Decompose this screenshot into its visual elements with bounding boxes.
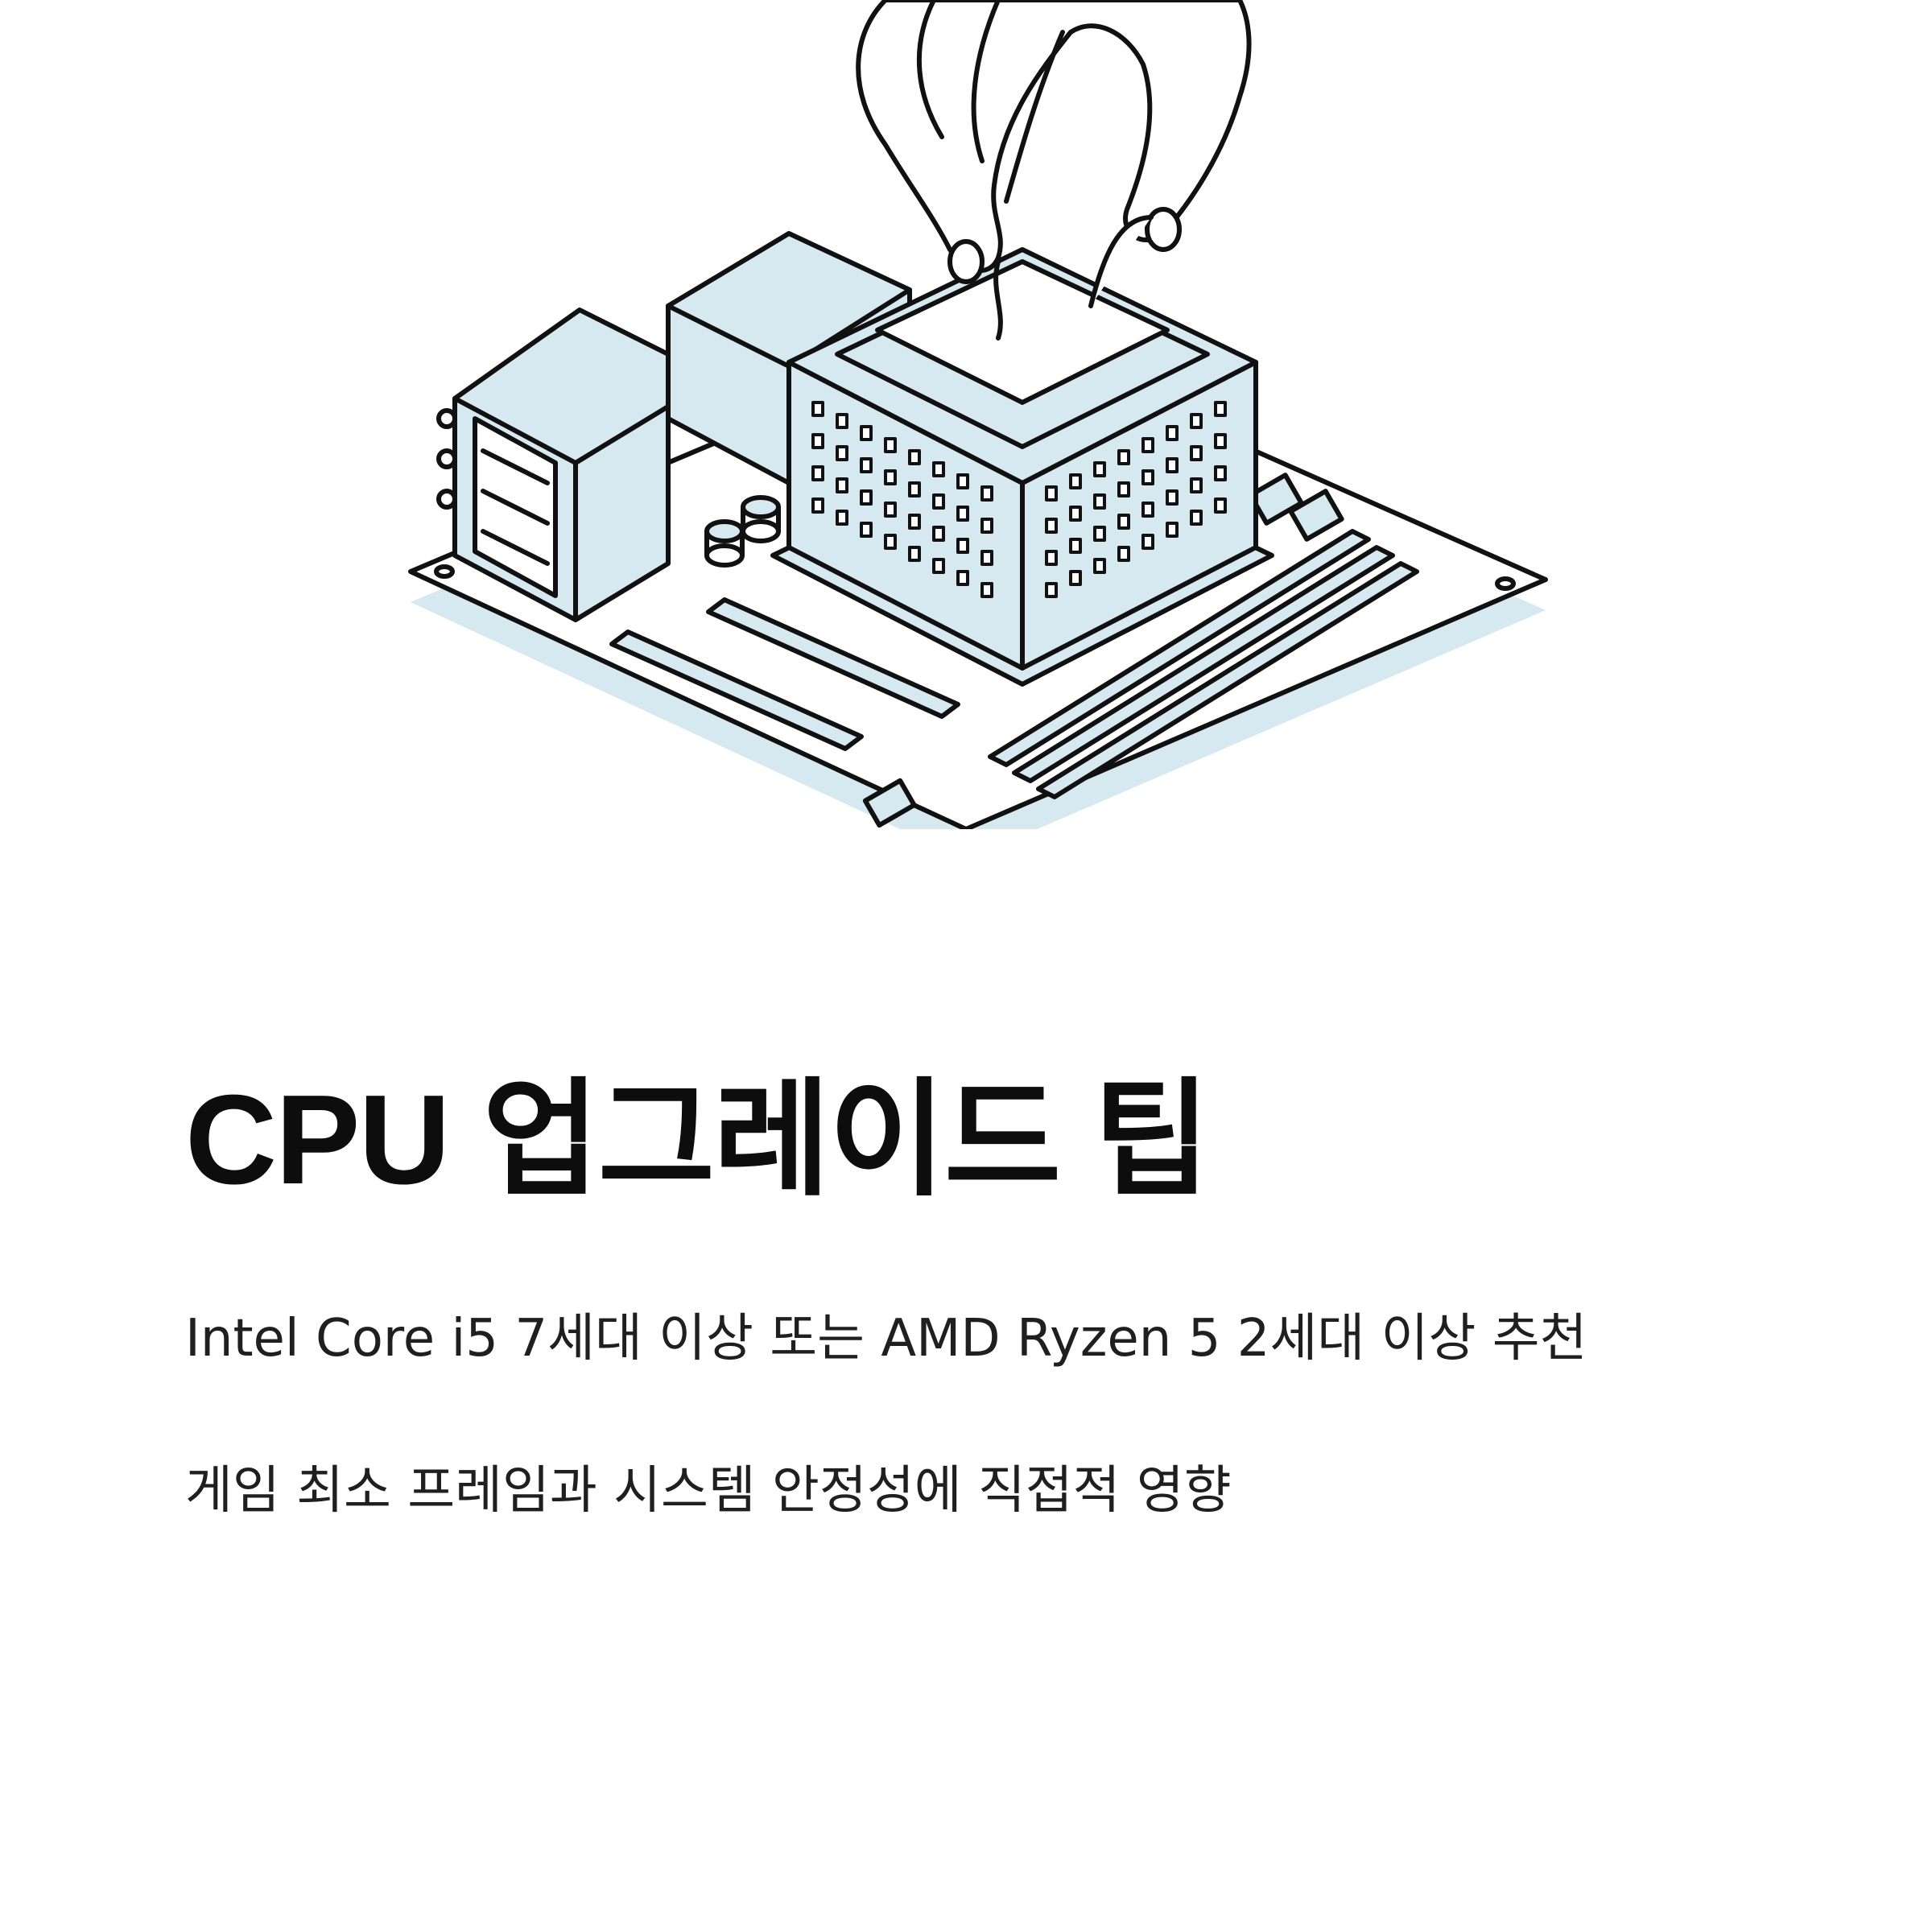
cpu-socket-block — [770, 247, 1274, 687]
pcie-slots — [609, 597, 960, 751]
recommendation-text: Intel Core i5 7세대 이상 또는 AMD Ryzen 5 2세대 … — [185, 1308, 1587, 1368]
tip-content: CPU 업그레이드 팁 Intel Core i5 7세대 이상 또는 AMD … — [185, 1069, 1763, 1531]
impact-text: 게임 최소 프레임과 시스템 안정성에 직접적 영향 — [185, 1460, 1232, 1521]
page-title: CPU 업그레이드 팁 — [185, 1069, 1211, 1211]
capacitors — [704, 495, 781, 568]
hand-icon — [856, 0, 1252, 341]
ram-slots — [988, 529, 1419, 799]
io-block — [436, 308, 671, 622]
hero-illustration — [0, 0, 1932, 829]
